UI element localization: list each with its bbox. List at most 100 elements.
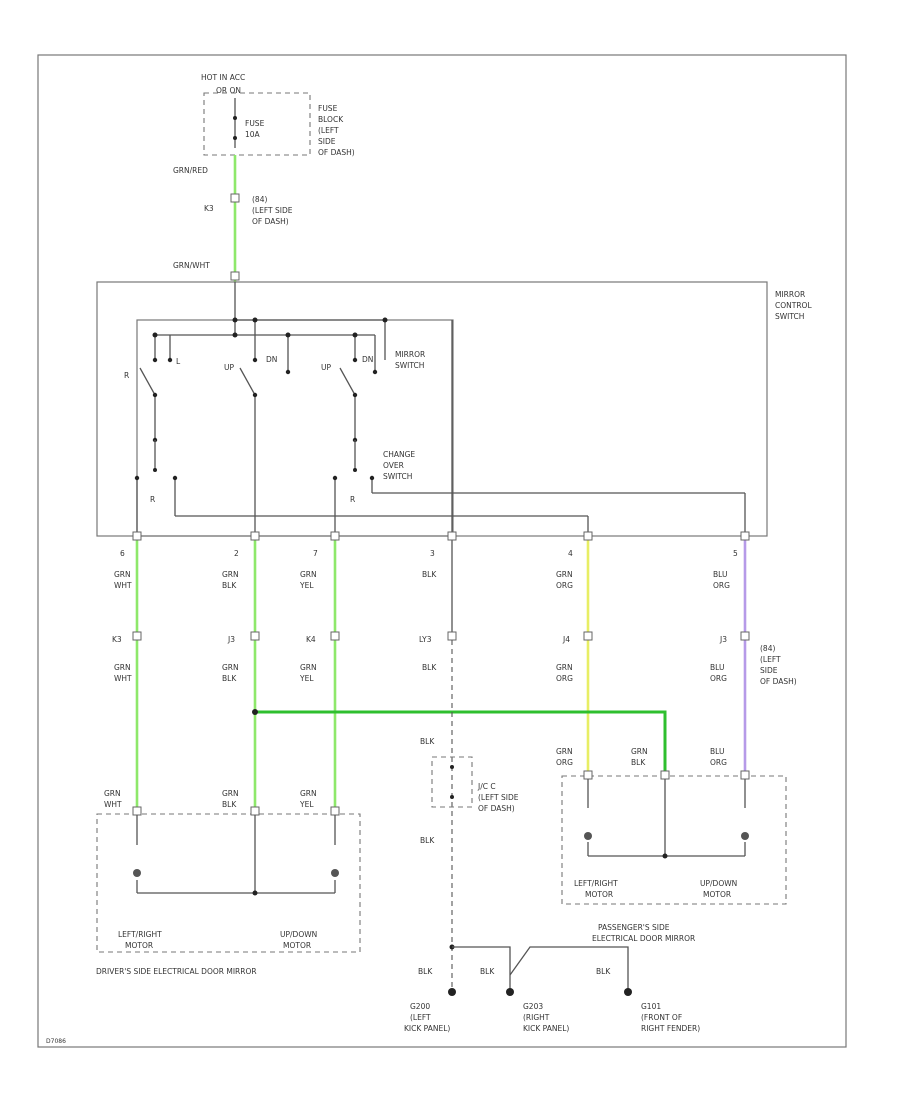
wire-color: BLK [422, 570, 437, 579]
bus-node [232, 317, 238, 323]
contact-node [153, 468, 157, 472]
contact-node [172, 475, 178, 481]
ground-id: G101 [641, 1002, 661, 1011]
splice-node [252, 709, 258, 715]
wire-color: YEL [299, 581, 314, 590]
supply-wire: GRN/RED K3 (84) (LEFT SIDE OF DASH) GRN/… [173, 155, 293, 282]
jc-label: J/C C [477, 782, 496, 791]
wire-color: ORG [556, 581, 573, 590]
wire-color: BLK [222, 581, 237, 590]
junction-block-label: SIDE [760, 666, 778, 675]
mirror-wire-color: WHT [104, 800, 122, 809]
pin-number: 7 [313, 549, 318, 558]
mirror-wire-color: YEL [299, 800, 314, 809]
mirror-wire-color: GRN [631, 747, 648, 756]
mirror-wire-color: BLU [710, 747, 724, 756]
wire-color: BLK [222, 674, 237, 683]
contact-node [369, 475, 375, 481]
up-down-motor-symbol [741, 832, 749, 840]
mirror-wire-color: GRN [104, 789, 121, 798]
contact-node [134, 475, 140, 481]
contact-node [167, 357, 173, 363]
changeover-pos-label: R [350, 495, 355, 504]
bus-node [252, 317, 258, 323]
mirror-connector [583, 770, 593, 780]
inline-connector [330, 631, 340, 641]
fuse-node [233, 116, 237, 120]
wire-color: GRN [556, 570, 573, 579]
wire-grn-blk-crossover [255, 710, 667, 772]
contact-node [353, 468, 357, 472]
pin-number: 2 [234, 549, 239, 558]
mirror-connector [660, 770, 670, 780]
inline-connector [583, 631, 593, 641]
wire-color: GRN [300, 570, 317, 579]
fuse-block-label: BLOCK [318, 115, 344, 124]
switch-blade [339, 367, 356, 396]
motor-label: MOTOR [585, 890, 613, 899]
supply-wire-color: GRN/RED [173, 166, 208, 175]
driver-mirror: GRN WHT GRN BLK GRN YEL LEFT/RIGHT MOTOR… [96, 789, 361, 976]
passenger-mirror-outline [561, 775, 787, 905]
pin-connector [250, 531, 260, 541]
driver-mirror-outline [96, 813, 361, 953]
motor-label: MOTOR [283, 941, 311, 950]
contact-node [152, 357, 158, 363]
changeover-pos-label: R [150, 495, 155, 504]
switch-blade [239, 367, 256, 396]
motor-common-node [252, 890, 258, 896]
contact-node [332, 475, 338, 481]
ground-location: (LEFT [410, 1013, 431, 1022]
wire-color: BLU [713, 570, 727, 579]
supply-connector-pin [230, 193, 240, 203]
switch-pos-label: R [124, 371, 129, 380]
fuse-block-label: (LEFT [318, 126, 339, 135]
fuse-label: FUSE [245, 119, 265, 128]
pin-connector [583, 531, 593, 541]
pin-connector [740, 531, 750, 541]
bus-node [352, 332, 358, 338]
contact-node [252, 357, 258, 363]
ground-points: BLK BLK BLK G200 (LEFT KICK PANEL) G203 … [404, 967, 700, 1033]
mirror-wire-color: GRN [556, 747, 573, 756]
ground-id: G200 [410, 1002, 430, 1011]
junction-block-label: (LEFT SIDE [252, 206, 293, 215]
switch-blade [139, 367, 156, 396]
fuse-on-label: OR ON [216, 86, 241, 95]
fuse-block: HOT IN ACC OR ON FUSE 10A FUSE BLOCK (LE… [201, 73, 355, 157]
passenger-mirror: GRN ORG GRN BLK BLU ORG LEFT/RIGHT MOTOR… [556, 747, 787, 943]
passenger-mirror-title: ELECTRICAL DOOR MIRROR [592, 934, 695, 943]
mirror-control-switch: MIRROR CONTROL SWITCH [96, 281, 812, 537]
mirror-connector [250, 806, 260, 816]
wire-color: GRN [114, 663, 131, 672]
wire-color: ORG [556, 674, 573, 683]
ground-symbol [506, 988, 514, 996]
motor-label: UP/DOWN [280, 930, 317, 939]
wire-color: BLU [710, 663, 724, 672]
mirror-wire-color: BLK [222, 800, 237, 809]
fuse-block-label: OF DASH) [318, 148, 355, 157]
mirror-control-switch-title: SWITCH [775, 312, 804, 321]
bus-node [232, 332, 238, 338]
fuse-rating: 10A [245, 130, 261, 139]
up-down-motor-symbol [331, 869, 339, 877]
ground-wire-color: BLK [480, 967, 495, 976]
driver-mirror-title: DRIVER'S SIDE ELECTRICAL DOOR MIRROR [96, 967, 257, 976]
motor-label: MOTOR [703, 890, 731, 899]
mirror-control-switch-title: CONTROL [775, 301, 812, 310]
bus-node [382, 317, 388, 323]
contact-node [352, 357, 358, 363]
fuse-block-label: FUSE [318, 104, 338, 113]
motor-label: LEFT/RIGHT [574, 879, 618, 888]
pin-connector [330, 531, 340, 541]
ground-wire-color: BLK [420, 737, 435, 746]
supply-connector: K3 [204, 204, 214, 213]
ground-symbol [448, 988, 456, 996]
connector-id: LY3 [419, 635, 432, 644]
diagram-frame [37, 54, 847, 1048]
junction-block-label: OF DASH) [252, 217, 289, 226]
ground-location: KICK PANEL) [523, 1024, 569, 1033]
motor-label: MOTOR [125, 941, 153, 950]
ground-path: BLK J/C C (LEFT SIDE OF DASH) BLK [420, 640, 629, 990]
switch-input-color: GRN/WHT [173, 261, 210, 270]
